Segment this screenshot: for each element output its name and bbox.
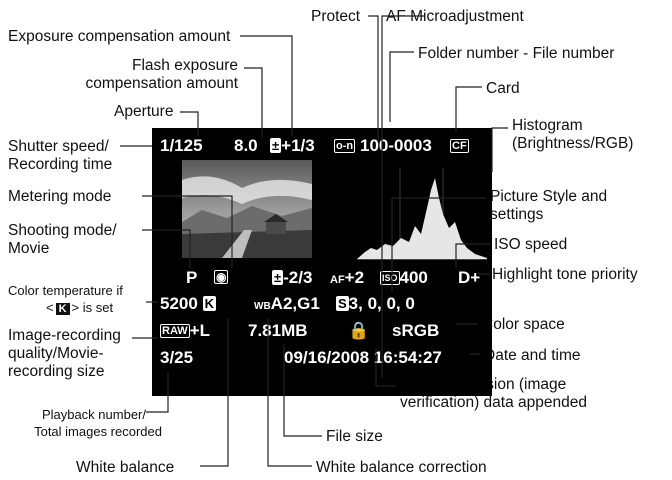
screen-exp-comp: ±+1/3 bbox=[270, 136, 315, 155]
label-file-size: File size bbox=[326, 428, 383, 445]
label-shooting-mode: Shooting mode/ Movie bbox=[8, 222, 117, 257]
label-picture-style: Picture Style and settings bbox=[490, 188, 608, 223]
label-highlight-tone: Highlight tone priority bbox=[492, 266, 638, 283]
metering-icon: ◉ bbox=[214, 270, 229, 284]
label-shutter-speed: Shutter speed/ Recording time bbox=[8, 138, 113, 173]
kelvin-icon: K bbox=[202, 296, 216, 311]
label-color-temperature: Color temperature if <K> is set bbox=[8, 283, 123, 315]
iso-icon: ISO bbox=[380, 271, 400, 285]
label-date-time: Date and time bbox=[484, 347, 581, 364]
screen-aperture: 8.0 bbox=[234, 136, 258, 155]
label-aperture: Aperture bbox=[114, 103, 174, 120]
card-icon: CF bbox=[450, 139, 469, 153]
label-wb-correction: White balance correction bbox=[316, 459, 487, 476]
screen-date-time: 09/16/2008 16:54:27 bbox=[284, 348, 442, 367]
label-playback-number: Playback number/ Total images recorded bbox=[34, 407, 162, 439]
label-protect: Protect bbox=[311, 8, 361, 25]
screen-quality: RAW+L bbox=[160, 321, 210, 340]
screen-flash-comp: ±-2/3 bbox=[272, 268, 313, 287]
screen-lock: 🔒 bbox=[348, 321, 369, 341]
screen-highlight: D+ bbox=[458, 268, 481, 287]
label-image-recording: Image-recording quality/Movie- recording… bbox=[8, 327, 121, 380]
screen-playback: 3/25 bbox=[160, 348, 194, 367]
screen-metering: ◉ bbox=[214, 268, 229, 288]
exposure-comp-icon: ± bbox=[270, 138, 282, 153]
wb-shift-icon: WB bbox=[254, 301, 271, 312]
screen-wb-correction: WBA2,G1 bbox=[254, 294, 320, 313]
label-folder-file-number: Folder number - File number bbox=[418, 45, 615, 62]
screen-shutter: 1/125 bbox=[160, 136, 203, 155]
label-color-space: Color space bbox=[482, 316, 565, 333]
k-icon-label: K bbox=[55, 303, 70, 315]
screen-file-size: 7.81MB bbox=[248, 321, 308, 340]
label-iso-speed: ISO speed bbox=[494, 236, 568, 253]
label-af-microadjustment: AF Microadjustment bbox=[386, 8, 524, 25]
label-exposure-compensation: Exposure compensation amount bbox=[8, 28, 231, 45]
screen-af-micro: AF+2 bbox=[330, 268, 365, 287]
histogram-graph bbox=[357, 168, 487, 260]
label-white-balance: White balance bbox=[76, 459, 175, 476]
screen-card: CF bbox=[450, 136, 469, 156]
raw-icon: RAW bbox=[160, 324, 190, 338]
screen-protect: o-n bbox=[334, 136, 356, 156]
flash-comp-icon: ± bbox=[272, 270, 284, 285]
picture-style-icon: S bbox=[336, 296, 349, 311]
label-flash-exposure-comp: Flash exposure compensation amount bbox=[85, 57, 238, 92]
lock-icon: 🔒 bbox=[348, 321, 370, 340]
af-micro-icon: AF bbox=[330, 274, 345, 286]
label-metering-mode: Metering mode bbox=[8, 188, 112, 205]
thumbnail-photo bbox=[182, 160, 312, 258]
playback-screen: 1/125 8.0 ±+1/3 o-n 100-0003 CF P ◉ ±-2/… bbox=[152, 128, 492, 396]
protect-icon: o-n bbox=[334, 139, 356, 153]
screen-color-temp: 5200 K bbox=[160, 294, 216, 313]
screen-shooting-mode: P bbox=[186, 268, 198, 287]
label-histogram: Histogram (Brightness/RGB) bbox=[512, 117, 634, 152]
screen-color-space: sRGB bbox=[392, 321, 440, 340]
label-card: Card bbox=[486, 80, 520, 97]
